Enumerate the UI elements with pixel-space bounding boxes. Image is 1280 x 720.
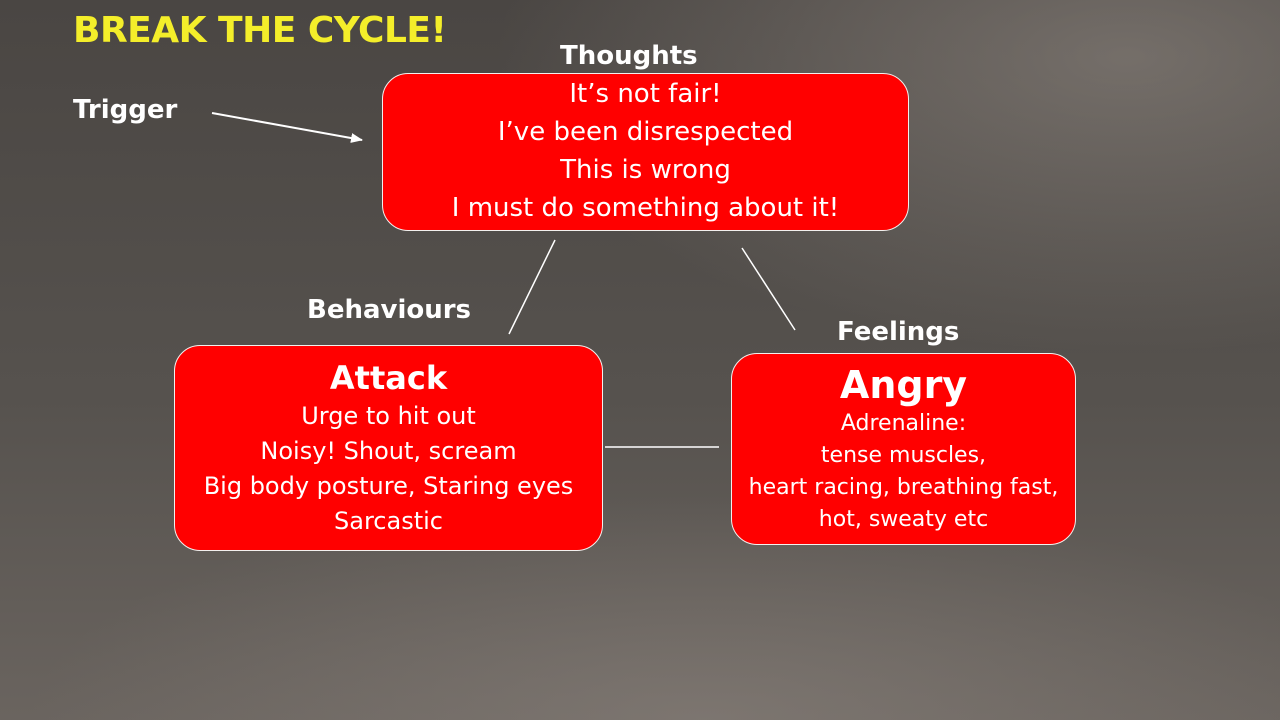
feeling-line: Adrenaline: (840, 411, 967, 436)
feeling-line: tense muscles, (820, 443, 987, 468)
feelings-label: Feelings (837, 317, 960, 347)
behaviour-line: Sarcastic (334, 507, 443, 535)
feeling-line: heart racing, breathing fast, (748, 475, 1059, 500)
thoughts-box: It’s not fair! I’ve been disrespected Th… (382, 73, 909, 231)
feelings-box: Angry Adrenaline: tense muscles, heart r… (731, 353, 1076, 545)
behaviour-line: Big body posture, Staring eyes (203, 472, 574, 500)
thought-line: I must do something about it! (451, 193, 840, 223)
feeling-line: hot, sweaty etc (818, 507, 989, 532)
behaviour-line: Noisy! Shout, scream (260, 437, 517, 465)
thoughts-feelings-connector (741, 247, 796, 331)
behaviours-label: Behaviours (307, 295, 472, 325)
thought-line: This is wrong (560, 155, 731, 185)
thought-line: It’s not fair! (569, 79, 722, 109)
slide-title: BREAK THE CYCLE! (73, 10, 447, 51)
trigger-arrow (211, 112, 363, 143)
feelings-heading: Angry (839, 363, 968, 407)
behaviours-heading: Attack (329, 359, 448, 397)
thought-line: I’ve been disrespected (497, 117, 794, 147)
thoughts-label: Thoughts (560, 41, 698, 71)
behaviours-box: Attack Urge to hit out Noisy! Shout, scr… (174, 345, 603, 551)
thoughts-behaviours-connector (508, 239, 556, 335)
behaviour-line: Urge to hit out (301, 402, 476, 430)
trigger-label: Trigger (73, 95, 178, 125)
